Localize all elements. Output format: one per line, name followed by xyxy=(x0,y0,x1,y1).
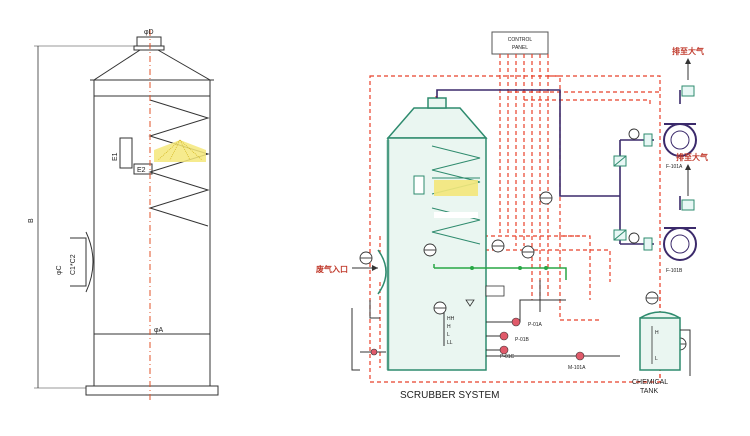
tower-cone xyxy=(92,49,212,81)
control-panel-label-1: CONTROL xyxy=(508,37,533,43)
level-l: L xyxy=(447,332,450,338)
process-lines xyxy=(486,280,620,357)
system-title: SCRUBBER SYSTEM xyxy=(400,390,499,401)
inlet-flange xyxy=(377,249,387,295)
level-hh: HH xyxy=(447,316,455,322)
pump-b-tag: P-01B xyxy=(515,337,530,343)
outlet-stub xyxy=(136,36,162,47)
control-panel-label-2: PANEL xyxy=(512,45,528,51)
tower-shell xyxy=(387,137,487,371)
tower-outlet xyxy=(427,97,447,109)
packing-zigzag xyxy=(148,99,210,227)
level-switches: HH H L LL xyxy=(443,285,505,346)
dim-c1c2: C1*C2 xyxy=(70,254,77,275)
inlet-flange xyxy=(85,231,94,293)
e2-box xyxy=(133,163,153,175)
tower-base xyxy=(85,385,219,396)
vent-label-2: 排至大气 xyxy=(676,152,708,162)
outlet-flange xyxy=(133,45,165,51)
level-ll: LL xyxy=(447,340,453,346)
instruments xyxy=(359,128,687,351)
dim-e2: E2 xyxy=(137,167,146,174)
left-tower-drawing xyxy=(34,36,219,396)
pump-m-tag: M-101A xyxy=(568,365,586,371)
spray-box xyxy=(119,137,133,169)
dim-phi-d: φD xyxy=(144,29,154,36)
dim-e1: E1 xyxy=(112,152,119,161)
tower-top-cone xyxy=(386,107,488,139)
tank-level-h: H xyxy=(655,330,659,336)
inlet-label: 废气入口 xyxy=(316,264,348,274)
pump-a-tag: P-01A xyxy=(528,322,543,328)
fan-b xyxy=(663,227,697,261)
chemical-tank: H L xyxy=(639,311,691,376)
level-h: H xyxy=(447,324,451,330)
pumps xyxy=(499,317,585,361)
fan-a-tag: F-101A xyxy=(666,164,683,170)
pump-c-tag: P-01C xyxy=(500,354,515,360)
circulation-line xyxy=(433,264,567,280)
dim-phi-a: φA xyxy=(154,327,164,334)
tower-body xyxy=(93,79,211,387)
vent-label-1: 排至大气 xyxy=(672,46,704,56)
tank-level-l: L xyxy=(655,356,658,362)
spray-pattern xyxy=(154,140,206,162)
chem-tank-label-2: TANK xyxy=(640,388,658,395)
control-panel-box xyxy=(491,31,549,55)
scrubber-tower xyxy=(386,97,488,371)
fan-b-tag: F-101B xyxy=(666,268,683,274)
fan-a xyxy=(663,123,697,157)
inlet-nozzle xyxy=(70,237,87,287)
dim-b: B xyxy=(28,218,35,223)
dim-phi-c: φC xyxy=(56,265,63,275)
chem-tank-label-1: CHEMICAL xyxy=(632,379,668,386)
